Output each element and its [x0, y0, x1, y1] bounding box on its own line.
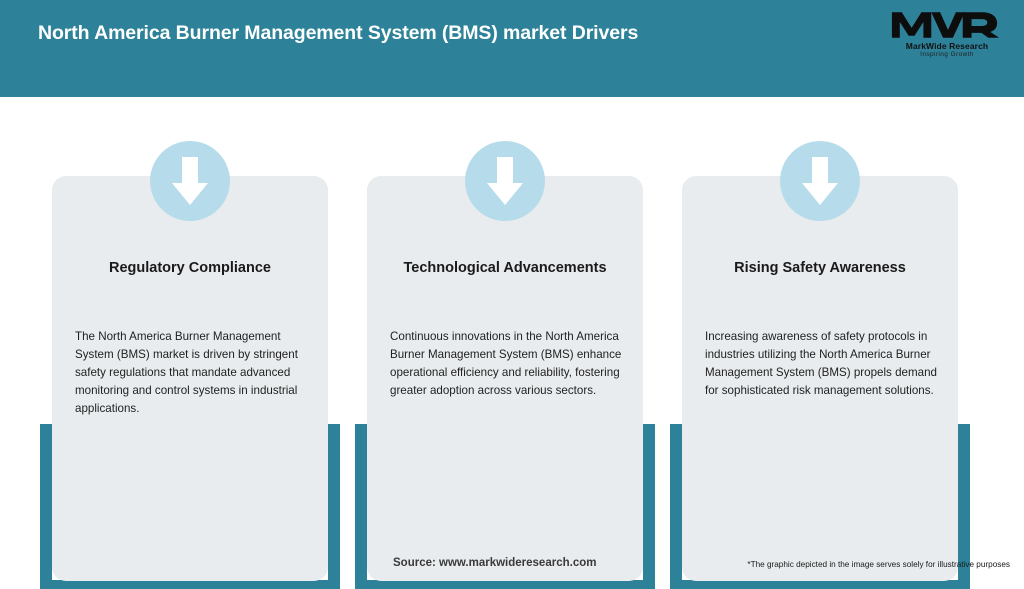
mwr-logo-icon [891, 12, 1000, 38]
card-panel [367, 176, 643, 581]
card-panel [52, 176, 328, 581]
card-frame-right-bar [958, 424, 970, 589]
card-title: Regulatory Compliance [109, 260, 271, 276]
card-title: Technological Advancements [403, 260, 607, 276]
logo-company-name: MarkWide Research [905, 41, 989, 51]
driver-card-3: Rising Safety Awareness Increasing aware… [670, 141, 970, 589]
card-frame-bottom-bar [670, 580, 970, 589]
driver-card-1: Regulatory Compliance The North America … [40, 141, 340, 589]
disclaimer-note: *The graphic depicted in the image serve… [747, 560, 1010, 569]
card-title: Rising Safety Awareness [734, 260, 906, 276]
header-band: North America Burner Management System (… [0, 0, 1024, 97]
card-frame-right-bar [328, 424, 340, 589]
card-frame-left-bar [355, 424, 367, 589]
card-frame-bottom-bar [355, 580, 655, 589]
driver-card-2: Technological Advancements Continuous in… [355, 141, 655, 589]
card-frame-left-bar [670, 424, 682, 589]
logo-tagline: Inspiring Growth [920, 51, 974, 58]
card-body: Continuous innovations in the North Amer… [390, 330, 622, 397]
down-arrow-icon [780, 141, 860, 221]
down-arrow-icon [465, 141, 545, 221]
card-body: The North America Burner Management Syst… [75, 330, 298, 415]
card-frame-bottom-bar [40, 580, 340, 589]
card-frame-left-bar [40, 424, 52, 589]
down-arrow-icon [150, 141, 230, 221]
card-panel [682, 176, 958, 581]
brand-logo: MarkWide Research Inspiring Growth [888, 8, 1006, 64]
cards-container: Regulatory Compliance The North America … [0, 97, 1024, 589]
card-body: Increasing awareness of safety protocols… [705, 330, 937, 397]
page-title: North America Burner Management System (… [38, 22, 639, 44]
card-frame-right-bar [643, 424, 655, 589]
source-label: Source: www.markwideresearch.com [393, 557, 597, 569]
